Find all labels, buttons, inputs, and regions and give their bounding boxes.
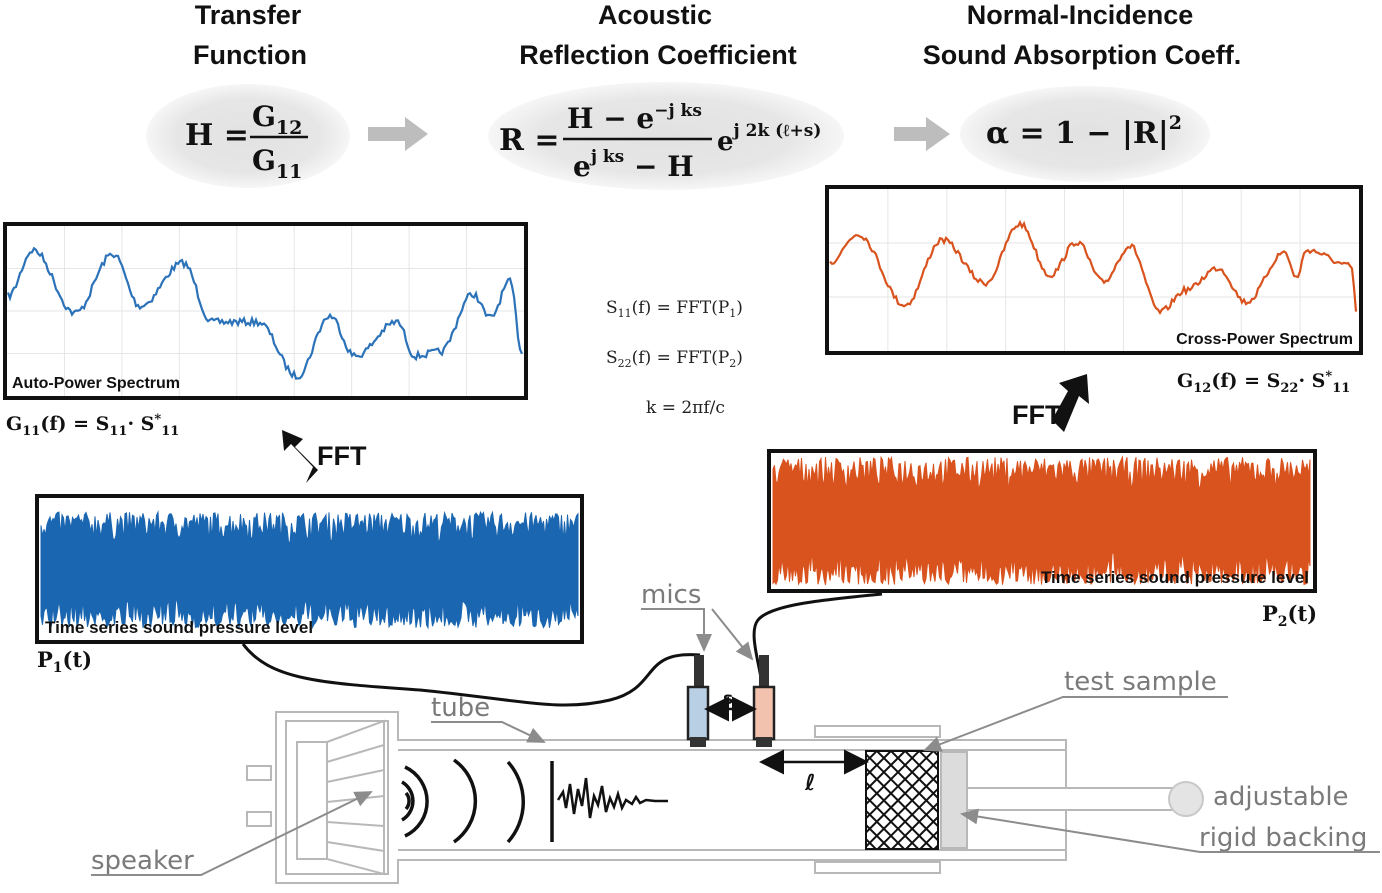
tube-label: tube: [431, 693, 490, 723]
time-series-p1-label: Time series sound pressure level: [45, 618, 313, 637]
mics-pointer: [711, 608, 754, 661]
flow-arrow-icon: [368, 117, 428, 151]
header-reflection-line2: Reflection Coefficient: [519, 40, 797, 70]
speaker-magnet: [296, 741, 328, 860]
time-series-p1-signal: [40, 510, 579, 630]
equation-r-bubble: [488, 82, 844, 190]
equation-r-num: H − e−j ks: [567, 101, 702, 135]
equation-r-factor: ej 2k (ℓ+s): [717, 121, 821, 157]
fft-label-right: FFT: [1012, 400, 1062, 430]
equation-h-bubble: [146, 84, 350, 188]
equation-h-num: G12: [252, 100, 302, 139]
mics-label: mics: [641, 580, 701, 610]
connector-top: [246, 765, 272, 781]
equation-h-lhs: H =: [185, 118, 249, 153]
auto-power-grid: [7, 226, 524, 396]
speaker-housing: [285, 720, 389, 875]
adjustable-label: adjustable: [1213, 782, 1349, 812]
header-absorption-line1: Normal-Incidence: [967, 0, 1194, 30]
cross-power-label: Cross-Power Spectrum: [1176, 331, 1353, 348]
fft-arrow-left-icon: [282, 430, 318, 483]
time-series-p2-label: Time series sound pressure level: [1041, 568, 1309, 587]
mic2-cable: [752, 592, 883, 686]
sound-waves-icon: [401, 758, 526, 844]
mic1-body: [686, 685, 710, 741]
fft-arrow-right-icon: [1052, 374, 1089, 432]
equation-s22: S22(f) = FFT(P2): [606, 348, 743, 370]
test-sample-pointer: [923, 696, 1228, 752]
auto-power-formula: G11(f) = S11· S*11: [6, 412, 179, 439]
fft-label-left: FFT: [317, 441, 367, 471]
tube-housing: [275, 711, 1067, 884]
time-series-p1-panel: Time series sound pressure level: [35, 494, 584, 644]
microphone-1: [686, 655, 710, 747]
tube-pointer: [431, 721, 546, 743]
flow-arrow-icon: [894, 117, 950, 151]
rigid-backing-pointer: [960, 808, 1380, 853]
adjustment-knob-icon: [1168, 781, 1204, 817]
equation-alpha-text: α = 1 − |R|2: [986, 112, 1182, 151]
equation-h-den: G11: [252, 144, 302, 183]
equation-h: H = G12 G11: [185, 100, 308, 183]
time-series-p2-panel: Time series sound pressure level: [767, 449, 1317, 593]
test-sample-label: test sample: [1064, 667, 1217, 697]
equation-k: k = 2πf/c: [646, 398, 725, 418]
cross-power-spectrum-line: [829, 219, 1358, 315]
cross-power-panel: Cross-Power Spectrum: [825, 185, 1363, 355]
spacing-l-label: ℓ: [804, 771, 815, 796]
impedance-tube-apparatus: [246, 711, 1181, 884]
sample-holder-flange-top: [814, 725, 941, 738]
equation-r: R = H − e−j ks ej ks − H ej 2k (ℓ+s): [499, 101, 821, 183]
middle-equations: S11(f) = FFT(P1) S22(f) = FFT(P2) k = 2π…: [606, 298, 743, 418]
auto-power-panel: Auto-Power Spectrum: [3, 222, 528, 400]
header-reflection-coefficient: Acoustic Reflection Coefficient: [519, 0, 797, 70]
header-transfer-function: Transfer Function: [193, 0, 307, 70]
equation-s11: S11(f) = FFT(P1): [606, 298, 743, 320]
header-transfer-line1: Transfer: [195, 0, 302, 30]
header-absorption-coefficient: Normal-Incidence Sound Absorption Coeff.: [923, 0, 1241, 70]
sample-holder-flange-bottom: [814, 861, 941, 874]
microphone-2: [752, 655, 776, 747]
header-absorption-line2: Sound Absorption Coeff.: [923, 40, 1241, 70]
backing-rod: [966, 787, 1181, 811]
spacing-s-label: s: [723, 689, 733, 709]
connector-bottom: [246, 811, 272, 827]
equation-alpha-bubble: [960, 86, 1210, 182]
cross-power-grid: [829, 189, 1359, 351]
speaker-pointer: [91, 791, 373, 876]
signal-p1-label: P1(t): [37, 647, 92, 676]
auto-power-spectrum-line: [6, 246, 524, 380]
rigid-backing-label: rigid backing: [1199, 823, 1367, 853]
time-series-p2-signal: [772, 455, 1311, 586]
header-reflection-line1: Acoustic: [598, 0, 712, 30]
mic2-body: [752, 685, 776, 741]
signal-p2-label: P2(t): [1262, 601, 1317, 630]
equation-r-den: ej ks − H: [573, 147, 694, 183]
rigid-backing-plate: [940, 751, 968, 849]
auto-power-label: Auto-Power Spectrum: [12, 375, 180, 392]
test-sample-block: [865, 750, 939, 850]
cross-power-formula: G12(f) = S22· S*11: [1177, 369, 1350, 396]
equation-alpha: α = 1 − |R|2: [986, 112, 1182, 151]
speaker-label: speaker: [91, 846, 194, 876]
mic1-cable: [241, 643, 701, 707]
header-transfer-line2: Function: [193, 40, 307, 70]
speaker-cone-icon: [326, 719, 385, 876]
equation-r-lhs: R =: [499, 123, 560, 158]
pulse-waveform: [556, 777, 668, 819]
